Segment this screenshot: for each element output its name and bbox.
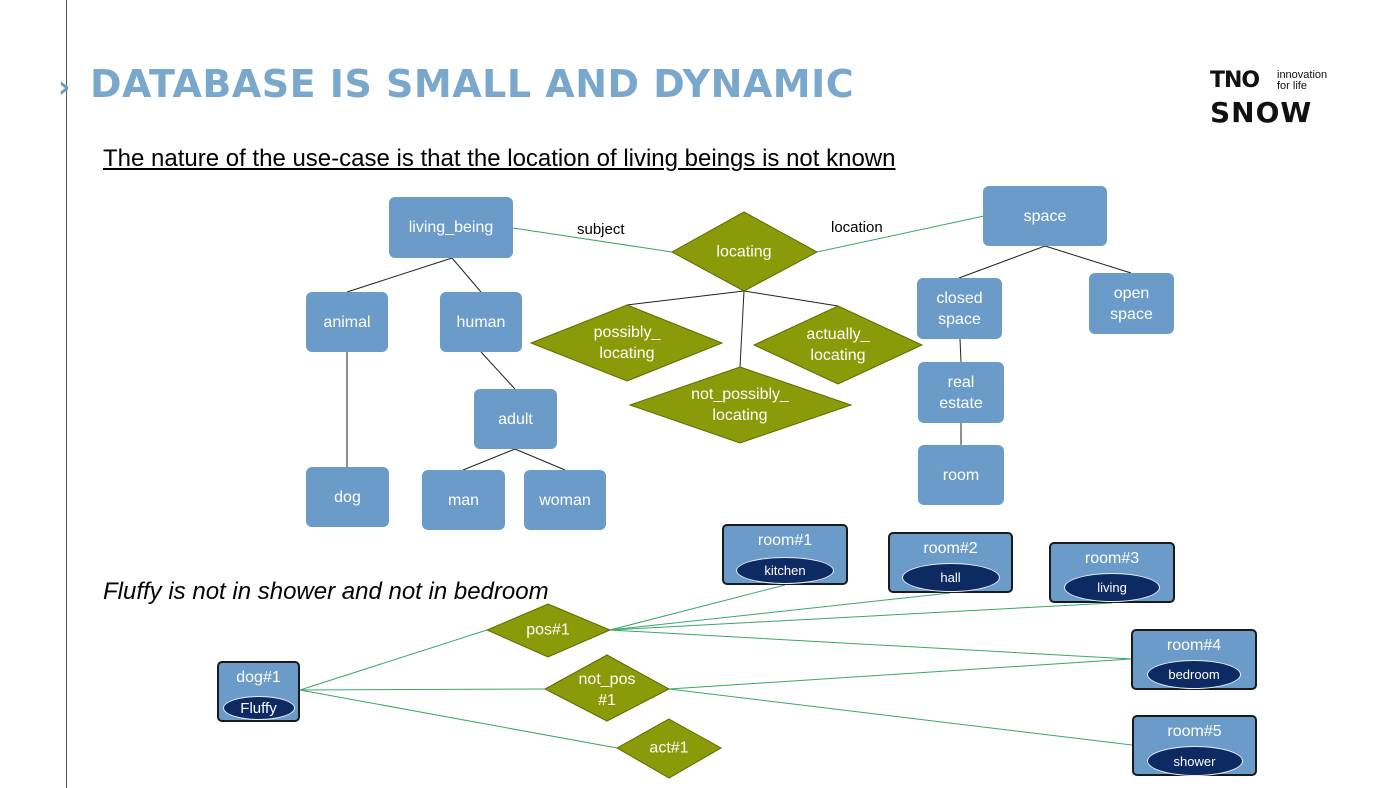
line-pos1-room1 [609, 584, 786, 631]
diamond-act1 [615, 718, 723, 779]
label-not-pos1: not_pos #1 [578, 671, 636, 709]
line-location [816, 215, 985, 253]
instance-room5-name: shower [1146, 746, 1243, 776]
page-title: DATABASE IS SMALL AND DYNAMIC [90, 62, 855, 106]
line-adult-woman [514, 448, 566, 471]
instance-room2: room#2 hall [888, 532, 1013, 593]
instance-room1: room#1 kitchen [722, 524, 848, 585]
diamond-pos1 [485, 603, 612, 658]
line-locating-possibly [626, 290, 745, 306]
line-dog1-pos1 [299, 629, 488, 691]
line-dog1-act1 [299, 689, 618, 749]
node-human: human [440, 292, 522, 352]
node-animal: animal [306, 292, 388, 352]
diamond-actually-locating [752, 305, 924, 385]
node-adult: adult [474, 389, 557, 449]
label-actually-locating: actually_ locating [806, 326, 870, 364]
instance-room3: room#3 living [1049, 542, 1175, 603]
tno-snow-logo: TNO innovation for life SNOW [1210, 68, 1340, 129]
node-real-estate: real estate [918, 362, 1004, 423]
diamond-possibly-locating [529, 304, 724, 382]
edge-label-subject: subject [577, 221, 625, 238]
line-space-closed [958, 245, 1046, 279]
instance-room2-name: hall [901, 563, 1000, 592]
instance-dog1-label: dog#1 [236, 669, 281, 686]
subtitle: The nature of the use-case is that the l… [103, 145, 896, 172]
line-space-open [1044, 245, 1132, 274]
diamond-locating [670, 211, 819, 292]
edge-label-location: location [831, 219, 883, 236]
label-pos1: pos#1 [526, 621, 570, 639]
line-human-adult [480, 351, 516, 390]
instance-dog1-name: Fluffy [222, 696, 295, 720]
line-locating-actually [743, 290, 839, 307]
diamond-not-possibly-locating [628, 366, 853, 444]
instance-room3-name: living [1064, 573, 1160, 602]
chevron-right-icon: › [58, 70, 71, 105]
logo-tno: TNO [1210, 68, 1260, 93]
line-locating-notpossibly [739, 290, 745, 368]
line-living-human [451, 257, 482, 293]
line-notpos1-room4 [668, 658, 1132, 690]
node-space: space [983, 186, 1107, 246]
instance-room1-name: kitchen [736, 557, 834, 584]
line-pos1-room2 [609, 592, 951, 631]
left-rule [66, 0, 67, 788]
node-open-space: open space [1089, 273, 1174, 334]
caption: Fluffy is not in shower and not in bedro… [103, 578, 549, 605]
line-pos1-room4 [609, 629, 1132, 660]
line-dog1-notpos1 [299, 688, 546, 691]
node-room: room [918, 445, 1004, 505]
instance-room4: room#4 bedroom [1131, 629, 1257, 690]
line-notpos1-room5 [668, 688, 1133, 746]
node-dog: dog [306, 467, 389, 527]
instance-room5: room#5 shower [1132, 715, 1257, 776]
line-pos1-room3 [609, 602, 1113, 631]
line-subject [512, 227, 673, 253]
node-man: man [422, 470, 505, 530]
instance-room2-label: room#2 [923, 540, 978, 557]
logo-snow: SNOW [1210, 96, 1313, 129]
label-not-possibly-locating: not_possibly_ locating [691, 386, 789, 424]
instance-room4-name: bedroom [1147, 660, 1241, 689]
node-living-being: living_being [389, 197, 513, 258]
label-act1: act#1 [649, 739, 689, 757]
line-living-animal [346, 257, 453, 293]
node-closed-space: closed space [917, 278, 1002, 339]
diamond-not-pos1 [543, 654, 671, 722]
instance-room4-label: room#4 [1166, 637, 1222, 654]
line-closed-realestate [959, 338, 962, 363]
instance-dog1: dog#1 Fluffy [217, 661, 300, 722]
logo-tagline: innovation for life [1277, 69, 1328, 92]
instance-room1-label: room#1 [757, 532, 813, 549]
instance-room5-label: room#5 [1167, 723, 1222, 740]
line-adult-man [462, 448, 516, 471]
label-locating: locating [716, 243, 772, 261]
node-woman: woman [524, 470, 606, 530]
instance-room3-label: room#3 [1084, 550, 1140, 567]
label-possibly-locating: possibly_ locating [593, 324, 661, 362]
